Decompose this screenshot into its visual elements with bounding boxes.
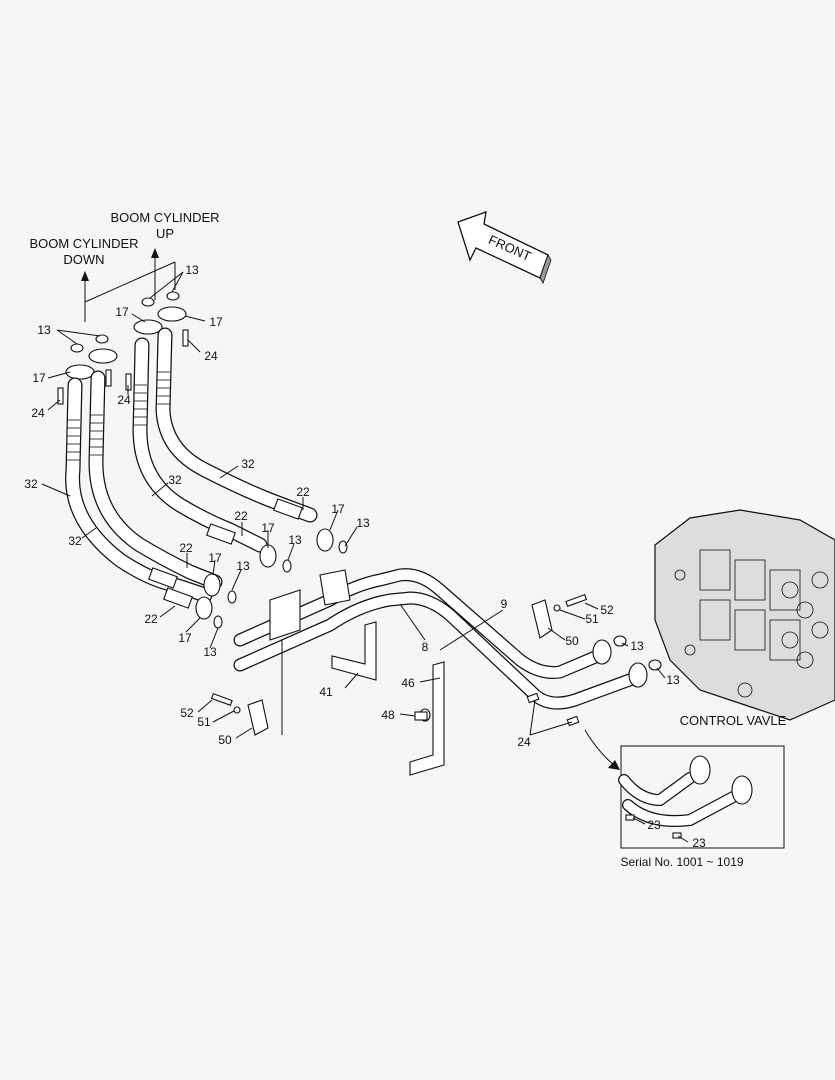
control-valve-label: CONTROL VAVLE [680,713,787,728]
callout-22: 22 [144,612,158,626]
callout-52: 52 [180,706,194,720]
callout-13: 13 [203,645,217,659]
boom-cylinder-down-title: BOOM CYLINDER [29,236,138,251]
callout-24: 24 [517,735,531,749]
callout-17: 17 [115,305,129,319]
callout-8: 8 [422,640,429,654]
callout-13: 13 [288,533,302,547]
boom-cylinder-up-title: BOOM CYLINDER [110,210,219,225]
callout-numbers: 13 13 17 17 17 24 24 24 32 32 32 32 22 2… [24,263,706,850]
brackets [210,593,588,776]
callout-32: 32 [168,473,182,487]
callout-32: 32 [241,457,255,471]
callout-13: 13 [666,673,680,687]
callout-23: 23 [647,818,661,832]
callout-17: 17 [32,371,46,385]
callout-22: 22 [234,509,248,523]
boom-direction-arrows [81,248,176,322]
callout-41: 41 [319,685,333,699]
callout-50: 50 [218,733,232,747]
callout-32: 32 [24,477,38,491]
callout-46: 46 [401,676,415,690]
callout-51: 51 [197,715,211,729]
front-arrow-icon: FRONT [457,211,552,284]
callout-17: 17 [261,521,275,535]
inset-detail-box [584,729,785,849]
leader-lines [41,271,689,843]
callout-51: 51 [585,612,599,626]
callout-48: 48 [381,708,395,722]
callout-24: 24 [117,393,131,407]
hose-end-fittings [148,498,348,629]
callout-17: 17 [178,631,192,645]
callout-24: 24 [31,406,45,420]
callout-9: 9 [501,597,508,611]
callout-52: 52 [600,603,614,617]
callout-22: 22 [296,485,310,499]
callout-50: 50 [565,634,579,648]
callout-13: 13 [185,263,199,277]
callout-13: 13 [630,639,644,653]
callout-17: 17 [209,315,223,329]
control-valve [654,509,835,721]
boom-cylinder-up-subtitle: UP [156,226,174,241]
callout-13: 13 [356,516,370,530]
serial-number-label: Serial No. 1001 ~ 1019 [620,855,743,869]
cylinder-flanges [57,291,189,405]
callout-24: 24 [204,349,218,363]
steel-pipes [233,568,662,710]
callout-17: 17 [208,551,222,565]
boom-cylinder-down-subtitle: DOWN [63,252,104,267]
callout-22: 22 [179,541,193,555]
callout-13: 13 [236,559,250,573]
callout-32: 32 [68,534,82,548]
callout-23: 23 [692,836,706,850]
callout-17: 17 [331,502,345,516]
callout-13: 13 [37,323,51,337]
